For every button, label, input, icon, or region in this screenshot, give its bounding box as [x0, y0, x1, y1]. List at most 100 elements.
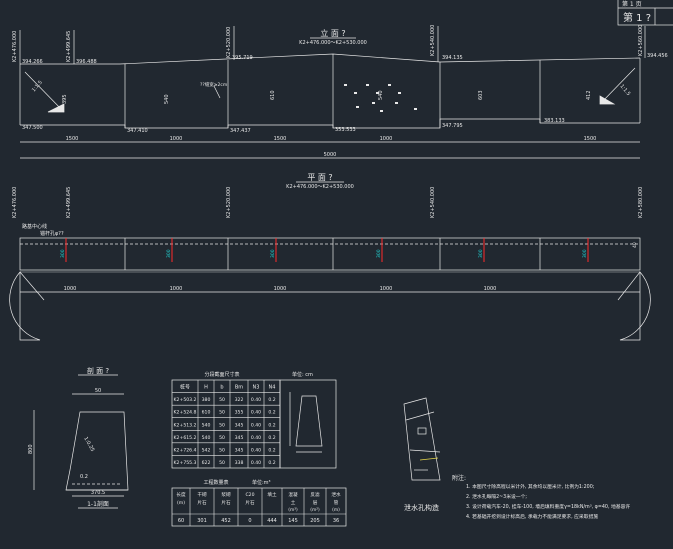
- svg-text:1000: 1000: [64, 286, 77, 292]
- slope-ratio: 1:1.5: [618, 83, 631, 97]
- svg-text:412: 412: [586, 90, 592, 100]
- quantity-table-header: 反滤: [310, 491, 320, 498]
- svg-text:1000: 1000: [170, 136, 183, 142]
- svg-text:300: 300: [270, 249, 276, 258]
- drain-title: 泄水孔构造: [404, 503, 439, 512]
- section-title: 剖 面 ?: [87, 366, 109, 375]
- size-table-header: b: [220, 385, 223, 391]
- size-table-cell: 0.2: [268, 460, 275, 466]
- size-table-cell: 50: [219, 460, 225, 466]
- size-table-cell: 345: [235, 422, 244, 428]
- quantity-table-header: C20: [245, 492, 254, 498]
- quantity-table-grid: 长度(m)干砌片石浆砌片石C20片石填土混凝土(m³)反滤层(m²)泄水管(m)…: [172, 488, 346, 526]
- centerline-label: 路基中心线: [22, 223, 47, 230]
- quantity-table-header: 片石: [221, 499, 231, 506]
- svg-text:370.5: 370.5: [91, 490, 105, 496]
- svg-text:1500: 1500: [584, 136, 597, 142]
- drain-outline: [403, 397, 441, 481]
- title-block-page: 第 1 ?: [623, 11, 651, 24]
- quantity-table-header: 层: [313, 500, 318, 506]
- elev-mark: 383.133: [544, 118, 565, 124]
- cyan-marks: 300 300 300 300 300 300: [60, 249, 588, 258]
- size-table-cell: K2+726.4: [174, 447, 197, 453]
- slope-triangle: [47, 103, 65, 113]
- size-table-cell: 322: [235, 397, 244, 403]
- size-table-cell: 542: [202, 447, 211, 453]
- size-table-cell: K2+615.2: [174, 435, 197, 441]
- size-table-cell: 50: [219, 447, 225, 453]
- elev-mark: 347.437: [230, 128, 251, 134]
- span-labels: 1500 1000 1500 1000 1500: [66, 136, 597, 142]
- anchor-label: 锚杆孔φ??: [40, 230, 64, 237]
- size-table-cell: 0.40: [251, 422, 261, 428]
- size-table-cell: 0.2: [268, 447, 275, 453]
- quantity-table-unit: 单位:m³: [252, 479, 271, 486]
- note-line: 3. 设计荷载汽车-20, 挂车-100, 墙后填料重度γ=18kN/m³, φ…: [466, 503, 630, 510]
- top-marks: 394.266 396.488 395.719 394.135 394.456: [22, 53, 668, 65]
- elev-mark: 396.488: [76, 59, 97, 65]
- elevation-view: 立 面 ? K2+476.000～K2+530.000 K2+476.000 K…: [12, 25, 668, 159]
- station-label: K2+499.645: [66, 31, 72, 62]
- plan-title: 平 面 ?: [307, 173, 332, 182]
- quantity-table-cell: 205: [310, 518, 320, 524]
- slope-triangle: [599, 95, 616, 105]
- size-table-cell: 50: [219, 410, 225, 416]
- plan-spans: 1000 1000 1000 1000 1000: [64, 286, 497, 292]
- svg-text:800: 800: [28, 444, 34, 454]
- quantity-table-cell: 145: [288, 518, 298, 524]
- quantity-table-header: 混凝: [288, 491, 298, 498]
- quantity-table-unit: (m²): [310, 507, 320, 513]
- size-table-header: Bm: [235, 385, 243, 391]
- svg-text:50: 50: [95, 388, 101, 394]
- station-label: K2+520.000: [226, 27, 232, 58]
- size-table-cell: 50: [219, 435, 225, 441]
- station-label: K2+540.000: [430, 187, 436, 218]
- size-table-cell: 380: [202, 397, 211, 403]
- size-table-unit: 单位: cm: [292, 371, 313, 378]
- plan-view: 平 面 ? K2+476.000～K2+530.000 K2+476.000 K…: [9, 173, 651, 341]
- svg-text:300: 300: [376, 249, 382, 258]
- svg-text:395: 395: [62, 94, 68, 104]
- station-label: K2+520.000: [226, 187, 232, 218]
- red-markers: [65, 238, 589, 262]
- elev-mark: 353.533: [335, 127, 356, 133]
- svg-text:1000: 1000: [170, 286, 183, 292]
- elev-mark: 394.266: [22, 59, 43, 65]
- svg-text:1000: 1000: [274, 286, 287, 292]
- svg-text:300: 300: [582, 249, 588, 258]
- size-table-header: H: [204, 385, 208, 391]
- quantity-table-unit: (m): [332, 507, 340, 513]
- size-table-cell: 0.2: [268, 435, 275, 441]
- svg-text:300: 300: [478, 249, 484, 258]
- size-table-cell: K2+524.8: [174, 410, 197, 416]
- size-table-cell: 0.40: [251, 447, 261, 453]
- elevation-title: 立 面 ?: [320, 28, 345, 38]
- station-label: K2+499.645: [66, 187, 72, 218]
- size-table-cell: 345: [235, 435, 244, 441]
- station-labels: K2+476.000 K2+499.645 K2+520.000 K2+540.…: [12, 25, 646, 64]
- quantity-table-cell: 452: [221, 518, 231, 524]
- svg-text:1000: 1000: [380, 286, 393, 292]
- end-arc-left: [9, 271, 41, 341]
- size-table-cell: 50: [219, 397, 225, 403]
- size-table-cell: 345: [235, 447, 244, 453]
- quantity-table-title: 工程数量表: [203, 479, 228, 486]
- quantity-table-header: 填土: [267, 491, 277, 498]
- elev-mark: 394.456: [647, 53, 668, 59]
- svg-text:1000: 1000: [484, 286, 497, 292]
- svg-text:1500: 1500: [274, 136, 287, 142]
- total-length: 5000: [324, 152, 337, 158]
- title-block-top: 第 1 页: [622, 0, 642, 8]
- end-mark: 40: [632, 242, 638, 248]
- wall-plan-strip: [19, 237, 641, 271]
- quantity-table-header: 土: [291, 499, 296, 506]
- quantity-table-header: (m): [177, 500, 185, 506]
- size-table-cell: 0.40: [251, 397, 261, 403]
- section-view: 剖 面 ? 50 800 1:0.25 0.2 370.5 1-1剖面: [28, 366, 129, 509]
- quantity-table-header: 长度: [176, 491, 186, 498]
- quantity-table-unit: (m³): [288, 507, 298, 513]
- section-outline: [65, 411, 129, 491]
- size-table-diagram: [279, 379, 337, 469]
